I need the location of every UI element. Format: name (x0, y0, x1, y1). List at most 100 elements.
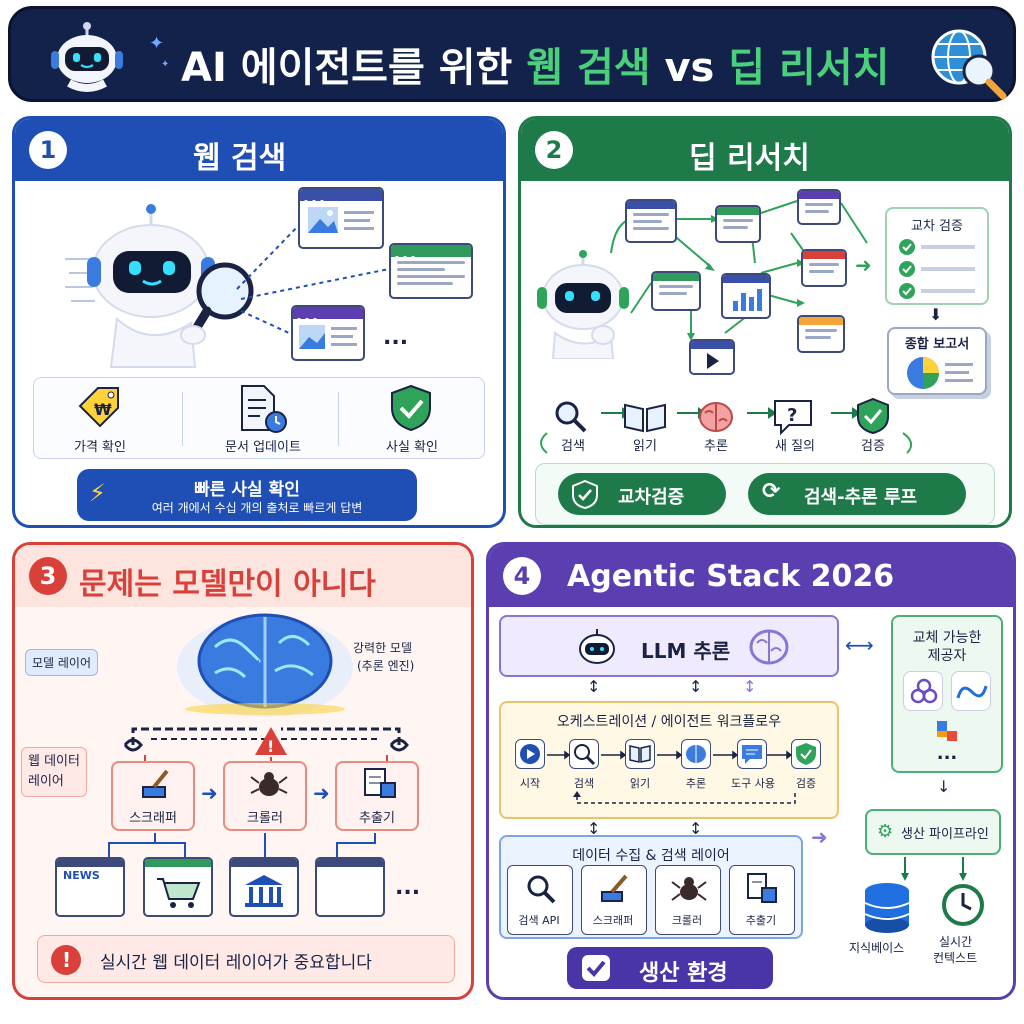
cross-check-label: 교차 검증 (911, 219, 963, 234)
extractor-tool: 추출기 (729, 865, 795, 935)
gear-icon: ⚙ (877, 821, 894, 842)
panel-header: 3 문제는 모델만이 아니다 (15, 545, 471, 607)
orchestration-label: 오케스트레이션 / 에이전트 워크플로우 (556, 714, 782, 730)
updown-arrow-icon: ↕ (689, 819, 703, 838)
robot-icon (51, 22, 123, 92)
browser-window-icon (298, 187, 384, 249)
database-icon (864, 883, 910, 933)
flow-step-label: 추론 (685, 777, 707, 790)
spider-icon (250, 772, 288, 796)
source-connectors (108, 833, 376, 857)
arrow-right-icon: ➜ (811, 825, 828, 849)
panel-title: 딥 리서치 (689, 141, 810, 176)
llm-reasoning-box: LLM 추론 (499, 615, 839, 677)
alert-icon: ! (51, 945, 81, 975)
shield-check-icon (791, 739, 821, 769)
play-icon (515, 739, 545, 769)
research-doc-icon (797, 315, 845, 353)
research-doc-icon (625, 199, 677, 243)
banner-title: 빠른 사실 확인 (194, 480, 300, 500)
book-icon (625, 739, 655, 769)
svg-text:!: ! (267, 737, 274, 756)
production-pipeline-box: ⚙ 생산 파이프라인 (865, 809, 1001, 855)
browser-window-icon (389, 243, 473, 299)
arrow-down-icon: ⬇ (929, 305, 943, 324)
loop-step-label: 새 질의 (774, 439, 815, 454)
brain-icon (749, 629, 789, 665)
flow-step-label: 검색 (573, 777, 595, 790)
pie-chart-icon (907, 357, 973, 389)
search-icon (555, 401, 587, 433)
refresh-icon: ⟳ (762, 479, 781, 504)
flow-step-label: 시작 (519, 777, 541, 790)
government-site-icon (229, 857, 299, 917)
production-environment-button[interactable]: 생산 환경 (567, 947, 773, 989)
alert-banner: ! 실시간 웹 데이터 레이어가 중요합니다 (37, 935, 455, 983)
search-icon (569, 739, 599, 769)
updown-arrow-icon: ↕ (587, 819, 601, 838)
scraper-tool: 스크래퍼 (581, 865, 647, 935)
spider-icon (671, 877, 707, 901)
brain-caption-1: 강력한 모델 (353, 641, 413, 655)
research-chart-doc-icon (721, 273, 771, 319)
model-layer-tag: 모델 레이어 (25, 649, 99, 676)
shopping-site-icon (143, 857, 213, 917)
feature-row: ₩ 가격 확인 문서 업데이트 사실 확인 (33, 377, 485, 459)
brain-icon (681, 739, 711, 769)
brain-glow-illustration (177, 613, 353, 717)
search-api-tool: 검색 API (507, 865, 573, 935)
panel-title: 웹 검색 (193, 141, 287, 176)
search-reason-loop-pill: ⟳ 검색-추론 루프 (748, 473, 966, 515)
research-doc-icon (715, 205, 761, 243)
report-card: 종합 보고서 (887, 327, 987, 395)
fast-fact-check-banner: ⚡ 빠른 사실 확인 여러 개에서 수십 개의 출처로 빠르게 답변 (77, 469, 417, 521)
flow-step-label: 읽기 (629, 777, 651, 790)
search-icon (527, 875, 556, 904)
price-tag-icon: ₩ (78, 387, 119, 428)
panel-agentic-stack: 4 Agentic Stack 2026 LLM 추론 ⟷ ↕ ↕ ↕ 오케스트… (486, 542, 1016, 1000)
connector-lines (236, 222, 390, 334)
robot-thinking-illustration (537, 250, 629, 359)
feature-label: 가격 확인 (74, 440, 126, 455)
document-update-icon (241, 385, 287, 433)
sparkle-icon: ✦ (161, 59, 170, 70)
ellipsis: ... (936, 743, 958, 764)
checklist-icon (899, 239, 975, 299)
shield-check-icon (391, 384, 431, 432)
loop-step-label: 검색 (561, 439, 585, 454)
provider-logo-icon (903, 671, 943, 711)
llm-label: LLM 추론 (641, 639, 731, 663)
panel-header: 1 웹 검색 (15, 119, 503, 181)
extractor-box: 추출기 (335, 761, 419, 831)
panel-title: 문제는 모델만이 아니다 (79, 567, 376, 602)
panel-number: 1 (29, 131, 67, 169)
panel-not-just-model: 3 문제는 모델만이 아니다 모델 레이어 강력한 모델 (추론 엔진) ! 웹… (12, 542, 474, 1000)
updown-arrow-icon: ↕ (689, 677, 703, 696)
providers-box: 교체 가능한 제공자 ... (891, 615, 1003, 773)
panel-web-search: 1 웹 검색 ... (12, 116, 506, 528)
data-layer-box: 데이터 수집 & 검색 레이어 검색 API 스크래퍼 크롤러 추출기 (499, 835, 803, 939)
panel-title: Agentic Stack 2026 (567, 559, 895, 594)
data-layer-label: 데이터 수집 & 검색 레이어 (572, 848, 730, 864)
shield-check-icon (572, 479, 598, 509)
arrow-right-icon: ➜ (201, 781, 218, 805)
header-banner: ✦ ✦ AI 에이전트를 위한 웹 검색 vs 딥 리서치 (8, 6, 1016, 102)
browser-window-icon (291, 305, 365, 361)
arrow-right-icon: ➜ (855, 253, 872, 277)
loop-step-label: 검증 (861, 439, 885, 454)
scraper-box: 스크래퍼 (111, 761, 195, 831)
flow-arrows (547, 750, 793, 760)
feature-label: 문서 업데이트 (225, 440, 301, 455)
robot-magnifier-illustration (65, 204, 254, 368)
banner-subtitle: 여러 개에서 수십 개의 출처로 빠르게 답변 (151, 501, 363, 515)
panel-header: 2 딥 리서치 (521, 119, 1009, 181)
chat-tool-icon (737, 739, 767, 769)
research-doc-icon (801, 249, 847, 287)
scraper-icon (601, 874, 628, 902)
loop-step-label: 추론 (704, 439, 728, 454)
svg-text:?: ? (787, 405, 797, 426)
panel-deep-research: 2 딥 리서치 ➜ (518, 116, 1012, 528)
scraper-icon (142, 769, 169, 798)
panel-number: 4 (503, 557, 541, 595)
